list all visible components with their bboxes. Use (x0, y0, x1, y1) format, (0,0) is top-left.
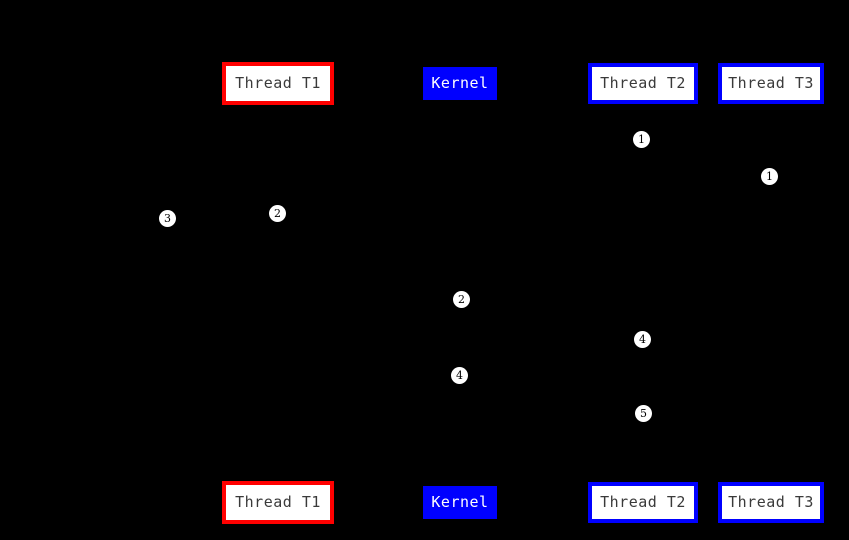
participant-thread-t3-bottom[interactable]: Thread T3 (718, 482, 824, 523)
step-marker: 3 (159, 210, 176, 227)
step-marker: 1 (761, 168, 778, 185)
participant-thread-t1-top[interactable]: Thread T1 (222, 62, 334, 105)
step-marker: 1 (633, 131, 650, 148)
participant-thread-t1-bottom[interactable]: Thread T1 (222, 481, 334, 524)
lifeline-thread-t3 (770, 105, 772, 478)
participant-label: Kernel (431, 74, 489, 92)
message-arrow (277, 318, 459, 319)
participant-kernel-top[interactable]: Kernel (423, 67, 497, 100)
message-arrow (459, 196, 770, 197)
message-arrow (459, 356, 642, 357)
step-marker: 2 (269, 205, 286, 222)
message-arrow (459, 432, 642, 433)
step-marker: 5 (635, 405, 652, 422)
participant-label: Thread T2 (600, 493, 686, 511)
lifeline-thread-t2 (642, 105, 644, 478)
message-arrow (167, 232, 459, 233)
participant-kernel-bottom[interactable]: Kernel (423, 486, 497, 519)
message-arrow (459, 394, 642, 395)
participant-label: Kernel (431, 493, 489, 511)
step-marker: 4 (634, 331, 651, 348)
message-arrow (642, 160, 770, 161)
message-arrow (167, 252, 277, 253)
participant-label: Thread T3 (728, 493, 814, 511)
participant-label: Thread T3 (728, 74, 814, 92)
participant-label: Thread T1 (235, 493, 321, 511)
participant-thread-t2-bottom[interactable]: Thread T2 (588, 482, 698, 523)
participant-thread-t3-top[interactable]: Thread T3 (718, 63, 824, 104)
participant-label: Thread T2 (600, 74, 686, 92)
step-marker: 4 (451, 367, 468, 384)
lifeline-thread-t1 (277, 105, 279, 478)
participant-label: Thread T1 (235, 74, 321, 92)
participant-thread-t2-top[interactable]: Thread T2 (588, 63, 698, 104)
step-marker: 2 (453, 291, 470, 308)
